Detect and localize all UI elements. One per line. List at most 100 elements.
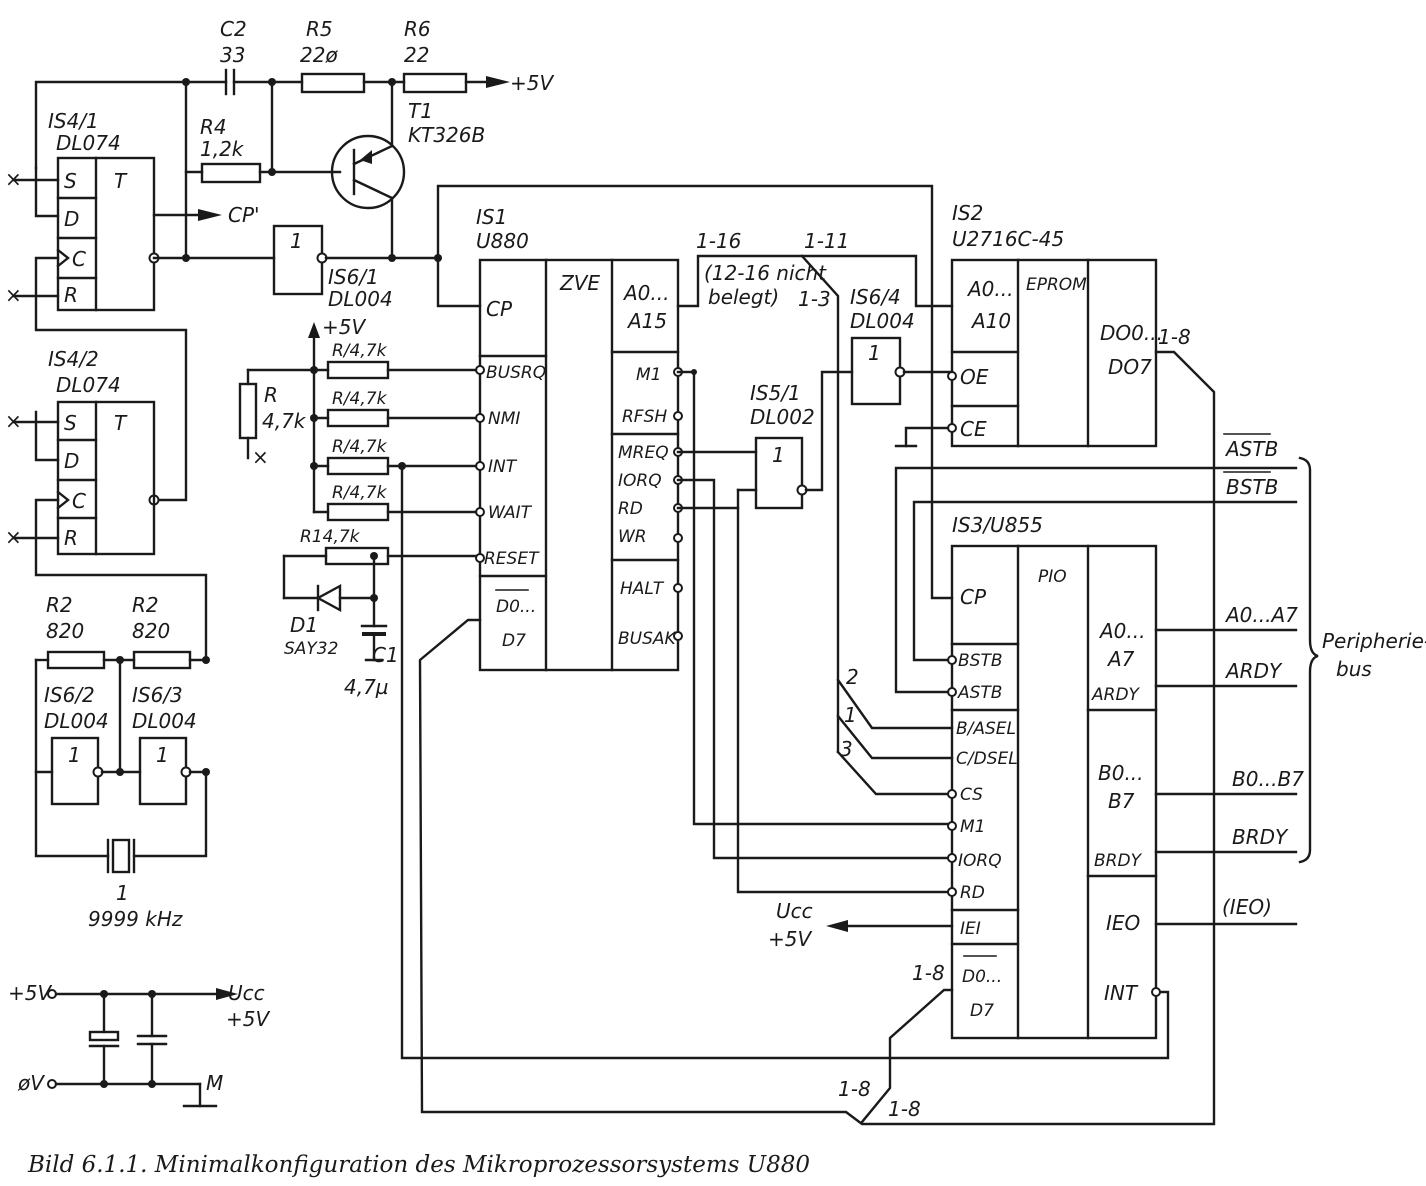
d1-type: SAY32 [284, 639, 338, 659]
cpu-pin-mreq: MREQ [618, 443, 669, 463]
input-cross-3: × [5, 409, 22, 433]
periph-brdy: BRDY [1232, 825, 1289, 849]
ff1-pin-d: D [64, 207, 79, 231]
ff1-pin-t: T [114, 169, 128, 193]
bus-1-3: 1-3 [798, 287, 831, 311]
cpu-zve: ZVE [559, 271, 600, 295]
ff1-type: DL074 [56, 131, 121, 155]
pio-ieo: IEO [1106, 911, 1140, 935]
ff1-pin-s: S [64, 169, 77, 193]
cpu-is1: IS1 U880 ZVE CP BUSRQ NMI INT WAIT RESET… [476, 205, 680, 672]
eprom-is2: IS2 U2716C-45 EPROM A0... A10 OE CE DO0.… [950, 201, 1163, 448]
flipflop-is4-1: S D C R T IS4/1 DL074 [48, 109, 160, 312]
cp-prime-label: CP' [228, 203, 260, 227]
t1-type: KT326B [408, 123, 485, 147]
pio-bus-1-8: 1-8 [912, 961, 945, 985]
ff1-pin-r: R [64, 283, 78, 307]
is62-type: DL004 [44, 709, 109, 733]
periph-ieo: (IEO) [1222, 895, 1272, 919]
is51-ref: IS5/1 [750, 381, 801, 405]
input-cross-2: × [5, 283, 22, 307]
ucc-mid-b: +5V [768, 927, 812, 951]
is51-one: 1 [772, 443, 785, 467]
r47-3: R/4,7k [332, 437, 388, 457]
input-cross-1: × [5, 167, 22, 191]
r47-1: R/4,7k [332, 341, 388, 361]
r47-4: R/4,7k [332, 483, 388, 503]
supply-ucc-plus: +5V [226, 1007, 270, 1031]
bus-nicht-b: belegt) [708, 285, 779, 309]
cpu-addr-b: A15 [626, 309, 667, 333]
pio-b-port-b: B7 [1108, 789, 1135, 813]
pio-pin-cdsel: C/DSEL [956, 749, 1018, 769]
is61-one: 1 [290, 229, 303, 253]
ff2-pin-t: T [114, 411, 128, 435]
r-value: 4,7k [262, 409, 307, 433]
is62-ref: IS6/2 [44, 683, 95, 707]
pio-pin-rd: RD [960, 883, 985, 903]
periph-label-b: bus [1336, 657, 1372, 681]
is63-one: 1 [156, 743, 169, 767]
quartz-ref: 1 [116, 881, 129, 905]
ff2-ref: IS4/2 [48, 347, 99, 371]
ff1-ref: IS4/1 [48, 109, 99, 133]
ff2-type: DL074 [56, 373, 121, 397]
osc-r2b-ref: R2 [132, 593, 159, 617]
pio-pin-m1: M1 [960, 817, 985, 837]
bus-n3: 3 [840, 737, 853, 761]
quartz-value: 9999 kHz [88, 907, 183, 931]
flipflop-is4-2: S D C R T IS4/2 DL074 [48, 347, 156, 556]
supply-zero-v: øV [17, 1071, 45, 1095]
pio-ardy: ARDY [1091, 685, 1141, 705]
pio-int: INT [1104, 981, 1139, 1005]
pio-is3: IS3/U855 PIO CP BSTB ASTB B/ASEL C/DSEL … [950, 513, 1158, 1040]
cpu-data-a: D0... [496, 597, 536, 617]
ff1-pin-c: C [72, 247, 86, 271]
bus-n2: 2 [846, 665, 859, 689]
cpu-pin-rd: RD [618, 499, 643, 519]
c2-ref: C2 [220, 17, 247, 41]
eprom-bus-1-8: 1-8 [1158, 325, 1191, 349]
bus-1-8-lower-a: 1-8 [838, 1077, 871, 1101]
eprom-oe: OE [960, 365, 989, 389]
periph-ardy: ARDY [1224, 659, 1283, 683]
r6-value: 22 [404, 43, 429, 67]
figure-caption: Bild 6.1.1. Minimalkonfiguration des Mik… [27, 1152, 810, 1178]
periph-astb: ASTB [1224, 437, 1278, 461]
osc-r2b-value: 820 [132, 619, 170, 643]
is51-type: DL002 [750, 405, 815, 429]
r1-label: R14,7k [300, 527, 361, 547]
pio-pin-iorq: IORQ [958, 851, 1002, 871]
t1-ref: T1 [408, 99, 433, 123]
pio-a-port-a: A0... [1098, 619, 1145, 643]
pio-brdy: BRDY [1094, 851, 1143, 871]
ff2-pin-s: S [64, 411, 77, 435]
bus-1-8-lower-b: 1-8 [888, 1097, 921, 1121]
pio-pin-cs: CS [960, 785, 983, 805]
eprom-addr-b: A10 [970, 309, 1011, 333]
ff2-pin-c: C [72, 489, 86, 513]
pio-name: PIO [1038, 567, 1067, 587]
eprom-do-a: DO0... [1100, 321, 1163, 345]
supply-m: M [206, 1071, 223, 1095]
r5-value: 22ø [300, 43, 338, 67]
pullup-supply: +5V [322, 315, 366, 339]
r4-value: 1,2k [200, 137, 245, 161]
ucc-mid-a: Ucc [776, 899, 813, 923]
cpu-pin-wait: WAIT [488, 503, 533, 523]
osc-r2a-ref: R2 [46, 593, 73, 617]
pio-data-a: D0... [962, 967, 1002, 987]
c2-value: 33 [220, 43, 245, 67]
cpu-pin-busak: BUSAK [618, 629, 678, 649]
pio-pin-bstb: BSTB [958, 651, 1003, 671]
is63-ref: IS6/3 [132, 683, 183, 707]
ff2-pin-d: D [64, 449, 79, 473]
periph-b-bus: B0...B7 [1232, 767, 1304, 791]
cpu-pin-rfsh: RFSH [622, 407, 667, 427]
r47-2: R/4,7k [332, 389, 388, 409]
ff2-pin-r: R [64, 526, 78, 550]
bus-1-16: 1-16 [696, 229, 741, 253]
pio-pin-basel: B/ASEL [956, 719, 1016, 739]
cpu-pin-iorq: IORQ [618, 471, 662, 491]
r6-ref: R6 [404, 17, 431, 41]
